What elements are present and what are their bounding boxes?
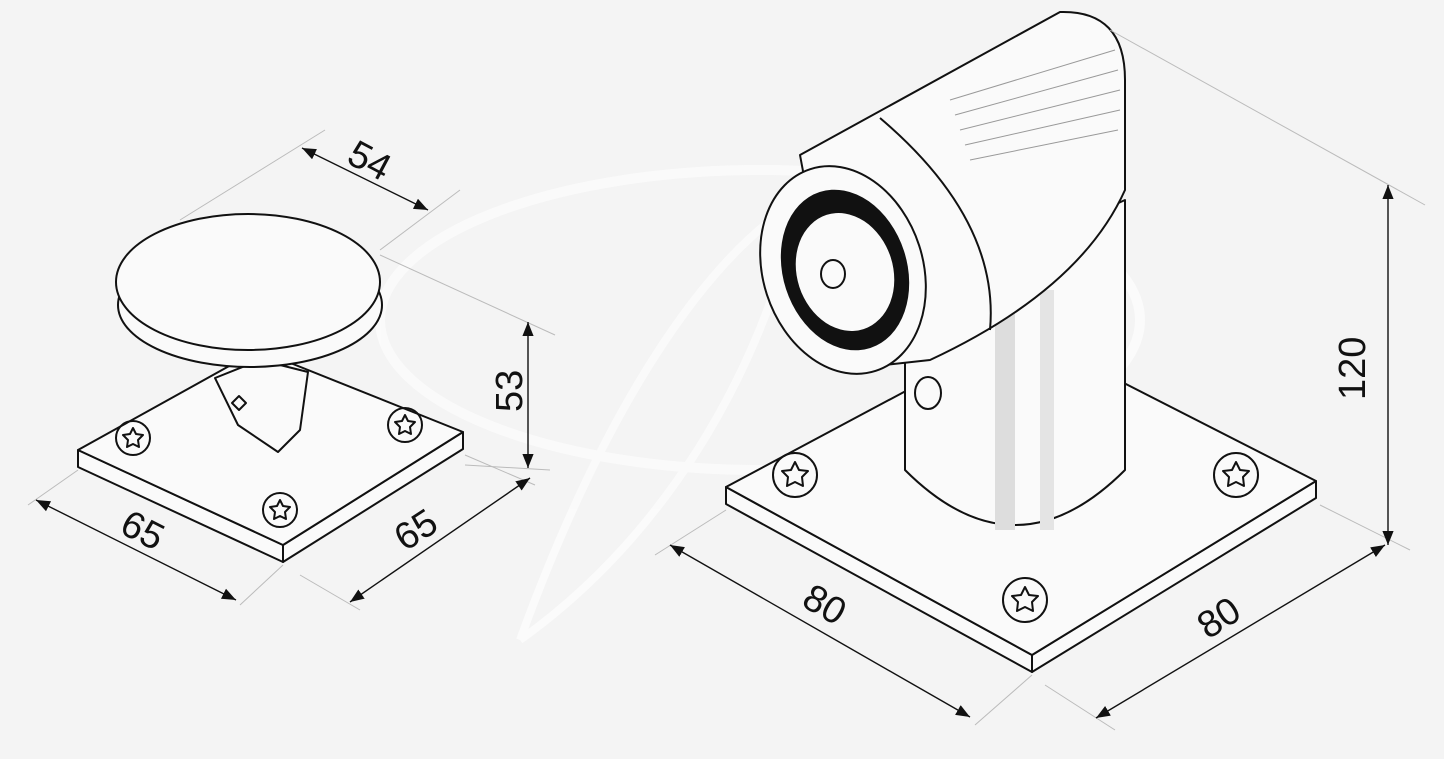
screw-icon bbox=[1213, 452, 1259, 498]
magnet-head bbox=[759, 10, 1126, 375]
screw-icon bbox=[262, 492, 298, 528]
dim-magnet-height: 120 bbox=[1332, 337, 1374, 400]
dim-catch-base-length: 65 bbox=[114, 503, 171, 560]
dim-catch-base-width: 65 bbox=[387, 501, 445, 559]
dim-catch-width: 54 bbox=[341, 133, 398, 190]
screw-icon bbox=[115, 420, 151, 456]
catch-disc bbox=[115, 213, 383, 368]
screw-icon bbox=[387, 407, 423, 443]
screw-icon bbox=[1002, 577, 1048, 623]
electromagnet bbox=[725, 10, 1317, 673]
screw-icon bbox=[772, 452, 818, 498]
dim-magnet-base-width: 80 bbox=[1190, 589, 1248, 647]
dim-magnet-base-length: 80 bbox=[796, 576, 854, 634]
dim-catch-height: 53 bbox=[489, 370, 531, 412]
dimension-lines bbox=[27, 29, 1426, 731]
